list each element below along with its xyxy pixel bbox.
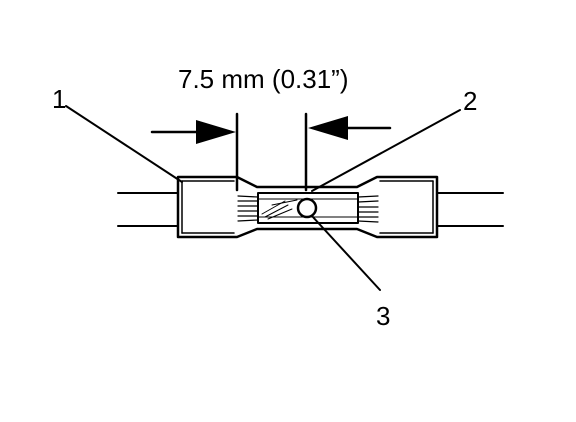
right-dimension-arrow (304, 112, 392, 192)
inspection-hole (296, 197, 318, 219)
right-wire (436, 192, 504, 227)
left-dimension-arrow (150, 112, 239, 192)
left-wire (117, 192, 179, 227)
leader-line-1 (65, 105, 183, 183)
leader-line-2 (311, 109, 461, 192)
leader-line-3 (311, 215, 381, 291)
splice-sleeve (176, 175, 439, 239)
callout-1: 1 (52, 84, 66, 114)
right-wire-strands (357, 195, 379, 223)
dimension-label: 7.5 mm (0.31”) (178, 64, 349, 94)
callout-2: 2 (463, 86, 477, 116)
left-wire-strands (237, 195, 298, 222)
callout-3: 3 (376, 301, 390, 331)
